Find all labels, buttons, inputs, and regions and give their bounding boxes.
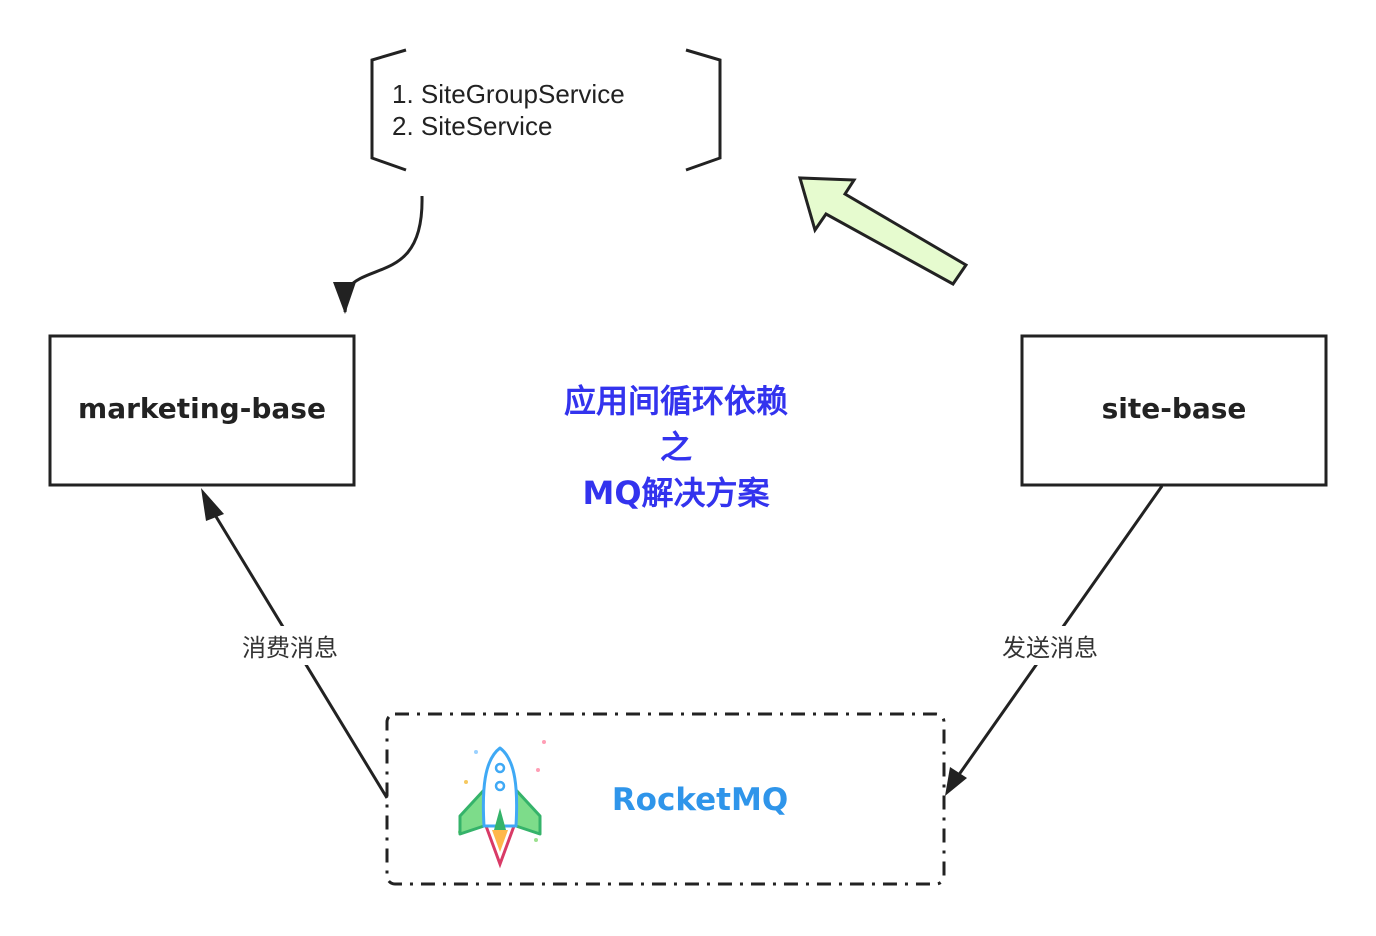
dependency-curve-arrowhead (333, 282, 356, 314)
consume-message-label: 消费消息 (240, 626, 340, 665)
consume-arrowhead (201, 488, 224, 521)
service-item-2: 2. SiteService (392, 111, 553, 141)
title-line-3: MQ解决方案 (582, 474, 770, 512)
send-message-label: 发送消息 (1000, 626, 1100, 665)
service-list: 1. SiteGroupService 2. SiteService (392, 78, 625, 142)
site-base-box (1020, 334, 1328, 487)
left-bracket (370, 48, 407, 172)
marketing-base-label: marketing-base (78, 392, 326, 425)
rocket-icon (458, 740, 546, 869)
marketing-base-box (48, 334, 356, 487)
rocketmq-box (385, 712, 946, 886)
dependency-curve-arrow (343, 195, 424, 313)
rocketmq-label: RocketMQ (611, 782, 789, 818)
diagram-title: 应用间循环依赖 之 MQ解决方案 (476, 378, 876, 516)
title-line-2: 之 (659, 428, 692, 466)
right-bracket (685, 48, 722, 172)
title-line-1: 应用间循环依赖 (563, 382, 788, 420)
service-item-1: 1. SiteGroupService (392, 79, 625, 109)
site-base-label: site-base (1101, 392, 1247, 425)
send-arrowhead (945, 767, 967, 796)
big-dependency-arrow (797, 176, 969, 286)
